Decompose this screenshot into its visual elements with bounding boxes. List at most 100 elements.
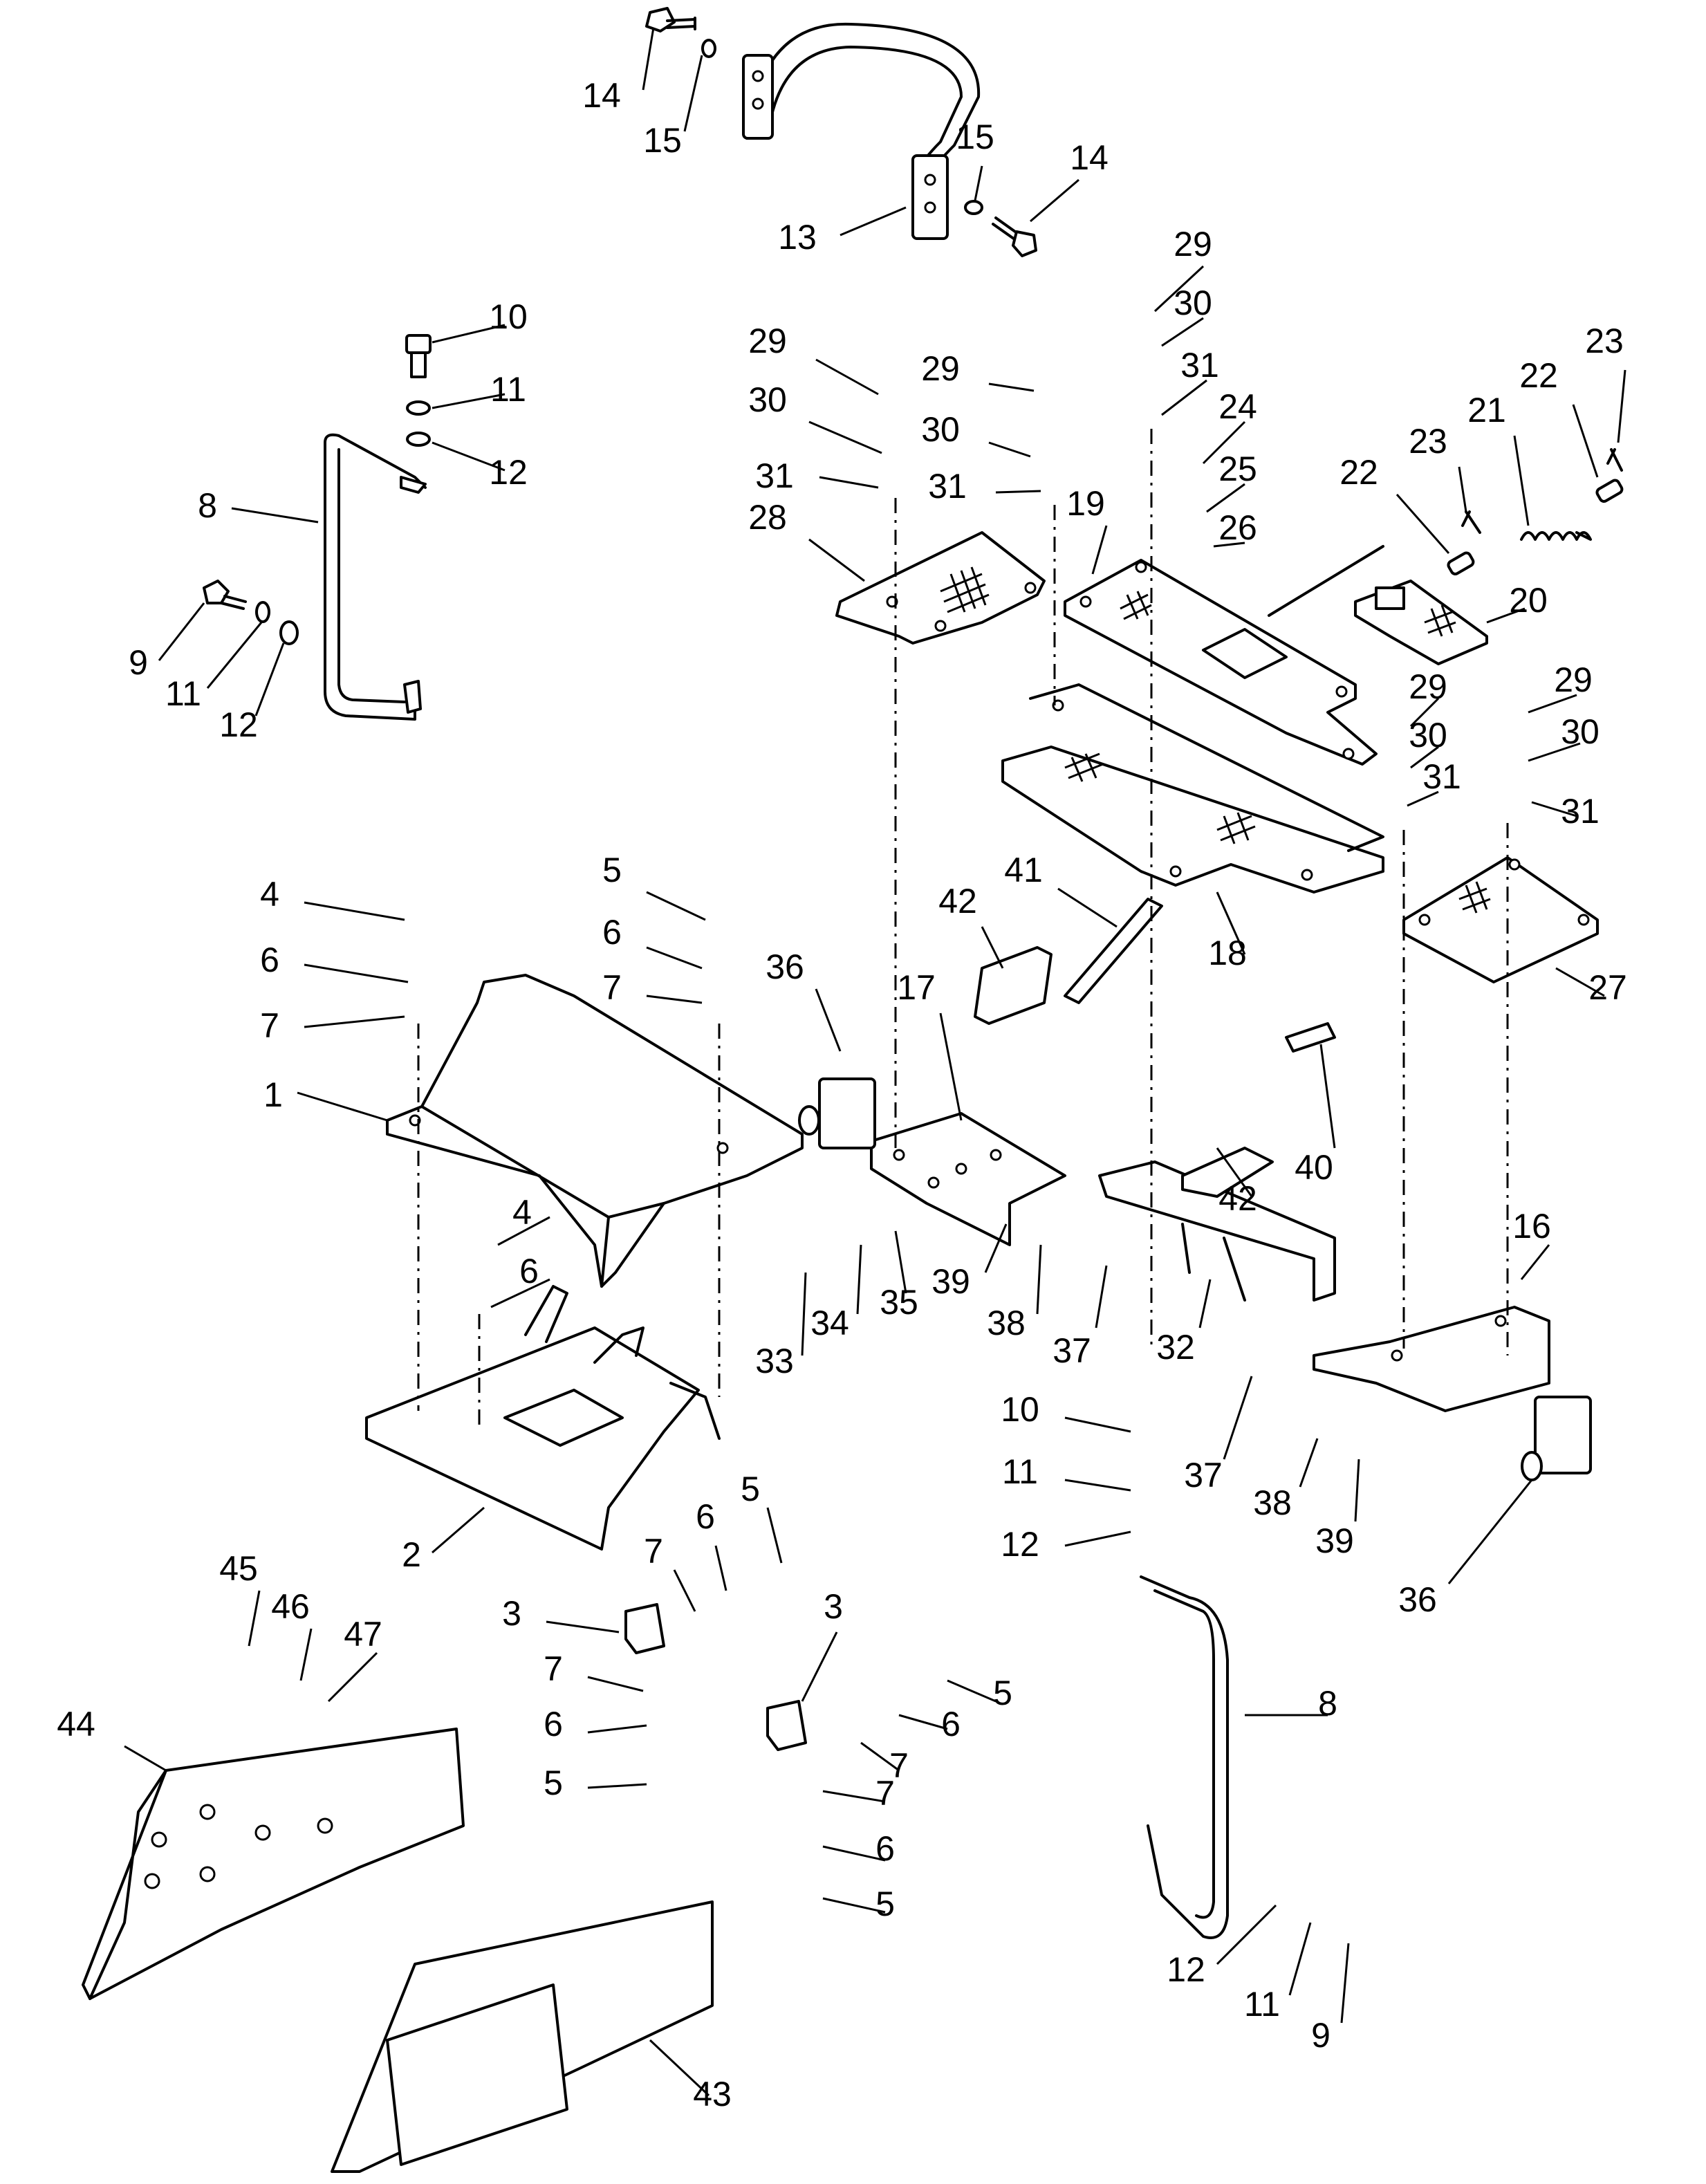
callout-label-c37a: 37: [1053, 1331, 1091, 1370]
leader-line-c31a: [819, 476, 879, 489]
leader-line-c7b: [304, 1015, 405, 1028]
callout-label-c3b: 3: [824, 1587, 843, 1626]
callout-label-c15a: 15: [643, 121, 682, 160]
callout-label-c30a: 30: [748, 380, 787, 419]
leader-line-c7d: [587, 1676, 644, 1692]
leader-line-c38b: [1299, 1438, 1319, 1488]
callout-label-c25: 25: [1218, 450, 1257, 488]
callout-label-c1: 1: [263, 1075, 283, 1114]
leader-line-c6a: [646, 946, 703, 970]
part-28-plate: [835, 531, 1046, 645]
leader-line-c6c: [490, 1278, 550, 1308]
leader-line-c37a: [1095, 1265, 1108, 1329]
leader-line-c30b: [988, 441, 1031, 458]
leader-line-c18: [1216, 891, 1246, 955]
callout-label-c24: 24: [1218, 387, 1257, 426]
callout-label-c9a: 9: [129, 643, 148, 682]
leader-line-c5d: [947, 1679, 996, 1703]
callout-label-c6c: 6: [519, 1252, 539, 1290]
part-1-cover: [386, 974, 804, 1288]
leader-line-c39a: [984, 1223, 1008, 1273]
assembly-lines: [417, 429, 1509, 1432]
leader-line-c13: [840, 206, 907, 237]
leader-line-c30e: [1528, 742, 1581, 762]
callout-label-c42b: 42: [1218, 1179, 1257, 1218]
callout-label-c21: 21: [1467, 391, 1506, 429]
leader-line-c10b: [1064, 1416, 1131, 1433]
leader-line-c43: [649, 2039, 710, 2097]
leader-line-c7f: [822, 1790, 886, 1803]
leader-line-c31c: [1161, 379, 1207, 416]
fasteners-10-11-12-upper-left: [405, 334, 432, 447]
leader-line-c14a: [642, 27, 655, 91]
part-20-plate: [1268, 545, 1488, 665]
callout-label-c13: 13: [778, 218, 817, 257]
leader-line-c25: [1206, 483, 1245, 513]
leader-line-c3b: [801, 1631, 838, 1702]
leader-line-c15a: [683, 55, 703, 132]
callout-label-c31c: 31: [1180, 346, 1219, 385]
leader-line-c5b: [766, 1507, 783, 1564]
callout-label-c31e: 31: [1561, 792, 1600, 831]
leader-line-c4a: [304, 901, 405, 921]
callout-label-c29a: 29: [748, 322, 787, 360]
callout-label-c17: 17: [897, 968, 936, 1007]
leader-line-c6b: [304, 963, 409, 983]
leader-line-c9a: [158, 602, 205, 661]
leader-line-c11c: [1064, 1479, 1131, 1492]
callout-label-c29b: 29: [921, 349, 960, 388]
leader-line-c26: [1213, 542, 1245, 548]
leader-line-c46: [299, 1628, 313, 1681]
leader-line-c6f: [898, 1714, 948, 1730]
callout-label-c29e: 29: [1554, 660, 1593, 699]
callout-label-c10b: 10: [1001, 1390, 1039, 1429]
callout-label-c39b: 39: [1315, 1521, 1354, 1560]
callout-label-c6b: 6: [260, 941, 279, 979]
parts-21-22-23-spring-pins: [1447, 448, 1624, 575]
callout-label-c34: 34: [810, 1304, 849, 1342]
part-16-bracket: [1313, 1306, 1550, 1412]
leader-line-c45: [248, 1590, 261, 1647]
leader-line-c36b: [1447, 1479, 1533, 1584]
leader-line-c31b: [995, 490, 1041, 494]
leader-line-c2: [432, 1506, 485, 1554]
callout-label-c42a: 42: [938, 882, 977, 920]
leader-line-c6d: [714, 1545, 727, 1591]
leader-line-c37b: [1223, 1376, 1253, 1460]
leader-line-c30c: [1161, 317, 1204, 347]
leader-line-c9b: [1340, 1943, 1350, 2024]
callout-label-c23a: 23: [1409, 422, 1447, 461]
callout-labels: 1415131514101112891112293031282930312930…: [57, 27, 1627, 2113]
callout-label-c6f: 6: [941, 1705, 961, 1743]
callout-label-c31b: 31: [928, 467, 967, 506]
leader-line-c31d: [1407, 790, 1439, 807]
leader-line-c15b: [974, 165, 983, 201]
callout-label-c5d: 5: [993, 1674, 1012, 1712]
callout-label-c7f: 7: [875, 1774, 895, 1813]
leader-line-c22a: [1396, 494, 1450, 554]
callout-label-c19: 19: [1066, 484, 1105, 523]
callout-label-c39a: 39: [931, 1262, 970, 1301]
leader-line-c23b: [1617, 369, 1626, 443]
leader-line-c12a: [432, 441, 506, 472]
part-19-plate: [1064, 559, 1378, 766]
part-36-hinge-right: [1521, 1396, 1592, 1481]
leader-line-c29e: [1528, 694, 1577, 714]
callout-label-c11c: 11: [1002, 1452, 1038, 1491]
leader-line-c17: [939, 1012, 963, 1121]
callout-label-c7e: 7: [889, 1746, 909, 1785]
leader-line-c8a: [231, 507, 319, 524]
callout-label-c3a: 3: [502, 1594, 521, 1633]
callout-label-c5e: 5: [875, 1885, 895, 1923]
leader-line-c5e: [822, 1897, 886, 1914]
leader-line-c21: [1513, 435, 1530, 526]
leader-line-c28: [808, 538, 865, 582]
callout-label-c28: 28: [748, 498, 787, 537]
callout-label-c43: 43: [693, 2075, 732, 2113]
leader-line-c32: [1198, 1279, 1212, 1329]
leader-line-c39b: [1354, 1459, 1360, 1522]
callout-label-c4b: 4: [512, 1193, 532, 1232]
callout-label-c14a: 14: [582, 76, 621, 115]
leader-line-c3a: [546, 1620, 620, 1634]
leader-line-c33: [801, 1272, 807, 1356]
